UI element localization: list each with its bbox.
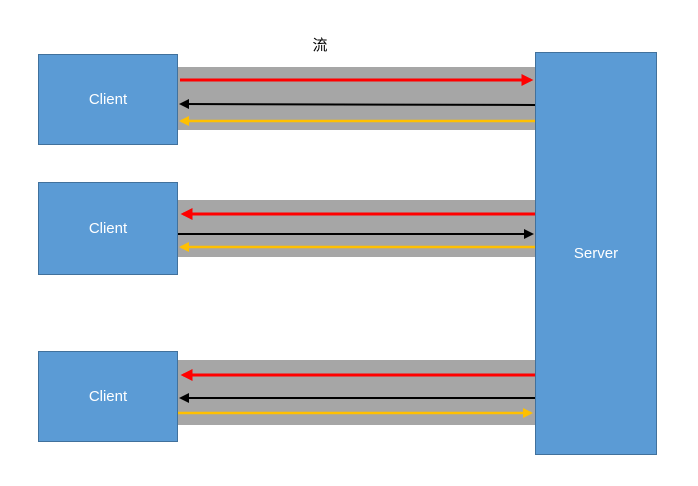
client-label-3: Client <box>88 388 128 405</box>
client-label-2: Client <box>88 220 128 237</box>
server-label: Server <box>573 245 619 262</box>
server-box: Server <box>535 52 657 455</box>
client-box-2: Client <box>38 182 178 275</box>
channel-3 <box>178 360 535 425</box>
client-box-3: Client <box>38 351 178 442</box>
client-label-1: Client <box>88 91 128 108</box>
diagram-title: 流 <box>312 36 328 54</box>
client-box-1: Client <box>38 54 178 145</box>
channel-1-black-arrow <box>179 99 536 110</box>
channel-2 <box>178 200 535 257</box>
